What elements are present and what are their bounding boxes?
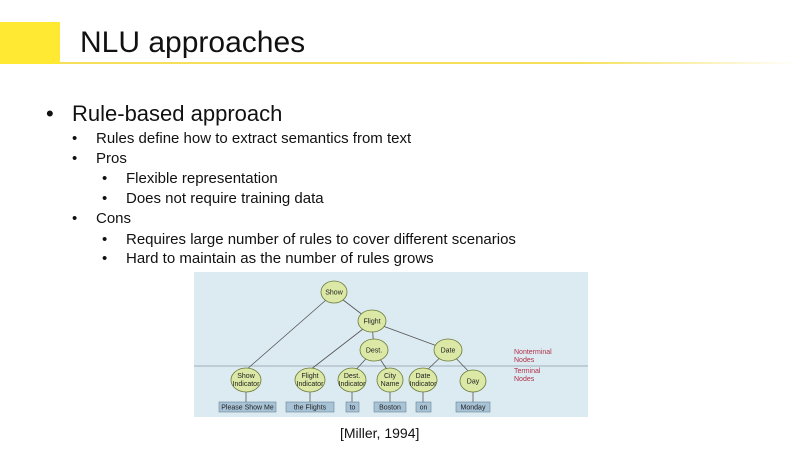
leaf-boston: Boston xyxy=(373,401,407,413)
svg-text:Show: Show xyxy=(237,373,255,380)
svg-text:Flight: Flight xyxy=(301,373,318,380)
node-date-indicator: Date Indicator xyxy=(408,367,438,393)
svg-text:to: to xyxy=(350,405,356,412)
parse-tree-diagram: Show Flight Dest. Date Show Indicator Fl… xyxy=(194,280,588,413)
bullet-text: Pros xyxy=(96,150,127,167)
bullet-dot: • xyxy=(46,101,54,126)
svg-text:on: on xyxy=(420,405,428,412)
svg-text:Terminal: Terminal xyxy=(514,368,541,375)
bullet-text: Does not require training data xyxy=(126,190,324,207)
svg-text:Indicator: Indicator xyxy=(410,381,438,388)
svg-text:Day: Day xyxy=(467,379,480,386)
legend-terminal-nodes: Terminal Nodes xyxy=(514,368,541,383)
svg-text:Dest.: Dest. xyxy=(344,373,360,380)
leaf-to: to xyxy=(345,401,360,413)
svg-text:Dest.: Dest. xyxy=(366,348,382,355)
node-flight-indicator: Flight Indicator xyxy=(294,367,326,393)
leaf-the-flights: the Flights xyxy=(285,401,335,413)
svg-text:Nonterminal: Nonterminal xyxy=(514,349,552,356)
svg-text:Flight: Flight xyxy=(363,319,380,326)
header-accent-band xyxy=(0,22,60,64)
header-divider xyxy=(60,62,800,64)
leaf-monday: Monday xyxy=(455,401,491,413)
bullet-text: Rules define how to extract semantics fr… xyxy=(96,130,412,147)
svg-text:Please Show Me: Please Show Me xyxy=(221,405,274,412)
svg-text:Indicator: Indicator xyxy=(297,381,325,388)
legend-nonterminal-nodes: Nonterminal Nodes xyxy=(514,349,552,364)
svg-text:Monday: Monday xyxy=(461,405,486,412)
bullet-dot: • xyxy=(72,130,78,147)
svg-text:Name: Name xyxy=(381,381,400,388)
node-flight: Flight xyxy=(357,309,387,333)
bullet-text: Rule-based approach xyxy=(72,101,283,126)
node-city-name: City Name xyxy=(376,367,404,393)
bullet-text: Hard to maintain as the number of rules … xyxy=(126,250,434,267)
node-dest: Dest. xyxy=(359,338,389,362)
slide-header: NLU approaches xyxy=(0,0,800,70)
svg-text:Boston: Boston xyxy=(379,405,401,412)
bullet-text: Cons xyxy=(96,210,132,227)
bullet-dot: • xyxy=(102,190,108,207)
svg-text:Indicator: Indicator xyxy=(339,381,367,388)
node-date: Date xyxy=(433,338,463,362)
figure-citation: [Miller, 1994] xyxy=(340,425,420,441)
svg-text:City: City xyxy=(384,373,397,380)
parse-tree-figure: Show Flight Dest. Date Show Indicator Fl… xyxy=(194,272,588,417)
node-dest-indicator: Dest. Indicator xyxy=(337,367,367,393)
leaf-please-show-me: Please Show Me xyxy=(218,401,277,413)
bullet-text: Flexible representation xyxy=(126,170,278,187)
svg-text:the Flights: the Flights xyxy=(294,405,327,412)
node-day: Day xyxy=(459,369,487,393)
svg-text:Show: Show xyxy=(325,290,343,297)
bullet-dot: • xyxy=(102,250,108,267)
slide-title: NLU approaches xyxy=(80,26,306,59)
leaf-on: on xyxy=(415,401,432,413)
node-show-indicator: Show Indicator xyxy=(230,367,262,393)
node-show: Show xyxy=(320,280,348,304)
svg-text:Nodes: Nodes xyxy=(514,357,535,364)
bullet-dot: • xyxy=(102,170,108,187)
svg-text:Date: Date xyxy=(441,348,456,355)
bullet-dot: • xyxy=(72,210,78,227)
bullet-dot: • xyxy=(72,150,78,167)
bullet-dot: • xyxy=(102,231,108,248)
svg-text:Nodes: Nodes xyxy=(514,376,535,383)
bullet-text: Requires large number of rules to cover … xyxy=(126,231,516,248)
svg-text:Date: Date xyxy=(416,373,431,380)
svg-text:Indicator: Indicator xyxy=(233,381,261,388)
